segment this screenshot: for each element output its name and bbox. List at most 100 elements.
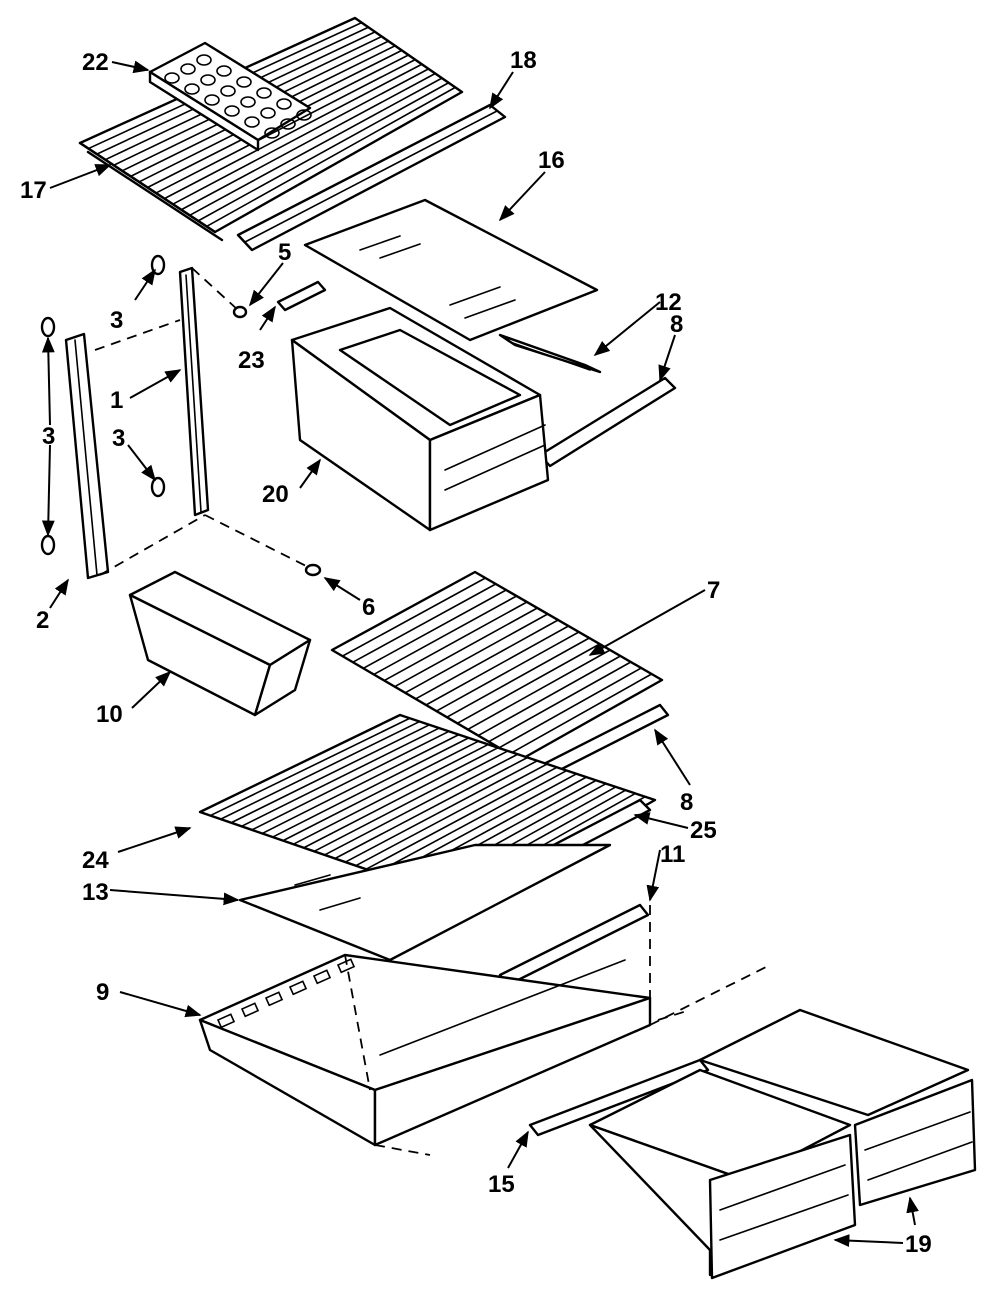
part-5-screw [232,305,248,319]
callout-25: 25 [690,817,717,844]
shelf-wire [354,763,548,867]
egg-cup [196,54,212,66]
part-18-shelf-rail [236,103,507,252]
part-6-screw [304,563,322,577]
egg-cup [164,72,180,84]
part-13-glass-panel [238,843,612,962]
shelf-wire [230,724,431,824]
callout-16: 16 [538,147,565,174]
shelf-wire [404,613,549,694]
callout-12: 12 [655,289,682,316]
callout-1: 1 [110,387,123,414]
shelf-wire [334,756,529,860]
egg-cup [256,87,272,99]
leader-lines [41,60,919,1248]
egg-cup [244,116,260,128]
callout-8a: 8 [670,311,683,338]
assembly-lines-lower [344,905,771,1156]
shelf-wire [205,86,457,228]
callout-11: 11 [660,841,685,868]
frame-slot [288,980,308,996]
shelf-wire [271,737,470,838]
shelf-wire [303,746,499,849]
shelf-wire [172,68,430,205]
shelf-wire [155,58,416,194]
egg-cup [240,96,256,108]
callout-8b: 8 [680,789,693,816]
shelf-wire [508,673,653,755]
part-19-crisper-drawers [588,1008,977,1280]
egg-cup [200,74,216,86]
egg-cup [220,85,236,97]
shelf-wire [487,661,632,743]
shelf-wire [352,583,497,664]
callout-20: 20 [262,481,289,508]
part-1-vertical-rail [178,266,210,517]
part-11-rail [498,903,650,987]
callout-17: 17 [20,177,47,204]
callout-18: 18 [510,47,537,74]
shelf-wire [209,717,411,817]
frame-slot [264,991,284,1007]
shelf-wire [375,769,568,874]
callout-23: 23 [238,347,265,374]
frame-slot [312,969,332,985]
part-8-rail-upper [538,376,677,468]
callout-13: 13 [82,879,109,906]
shelf-wire [282,740,480,842]
shelf-wire [362,589,507,670]
part-12-rail [498,333,602,374]
part-23-rail [276,280,327,312]
shelf-wire [393,607,539,688]
part-2-vertical-rail [64,332,110,580]
shelf-wire [188,77,443,217]
frame-slot [240,1002,260,1018]
shelf-wire [344,759,539,863]
shelf-wire [180,72,437,211]
part-3-clips [40,254,166,556]
shelf-wire [163,63,423,200]
callout-3a: 3 [110,307,123,334]
shelf-wire [323,753,519,856]
shelf-wire [313,750,509,853]
callout-7: 7 [707,577,720,604]
shelf-wire [219,720,421,820]
callout-5: 5 [278,239,291,266]
shelf-wire [435,631,580,712]
shelf-wire [456,643,601,725]
egg-cup [180,63,196,75]
shelf-wire [477,655,622,737]
shelf-wire [414,619,559,700]
egg-cup [260,107,276,119]
part-15-rail [528,1058,710,1137]
callout-6: 6 [362,594,375,621]
shelf-wire [372,595,518,676]
callout-3c: 3 [42,423,55,450]
callout-15: 15 [488,1171,515,1198]
egg-cup [224,105,240,117]
shelf-wire [240,727,441,828]
part-22-egg-tray [148,41,312,152]
shelf-wire [466,649,611,731]
part-20-drawer [290,306,550,532]
callout-19: 19 [905,1231,932,1258]
egg-cup [236,76,252,88]
egg-cup [296,109,312,121]
part-7-wire-shelf [330,570,664,762]
frame-slot [216,1013,236,1029]
shelf-wire [365,766,558,871]
frame-slot [336,958,356,974]
shelf-wire [251,730,450,831]
egg-cup [280,118,296,130]
shelf-wire [197,81,450,222]
callout-10: 10 [96,701,123,728]
egg-cup [276,98,292,110]
callout-22: 22 [82,49,109,76]
callout-3b: 3 [112,425,125,452]
shelf-wire [425,625,570,706]
part-16-glass-shelf [303,198,599,342]
assembly-lines-upper [94,267,311,576]
egg-cup [264,127,280,139]
callout-24: 24 [82,847,109,874]
